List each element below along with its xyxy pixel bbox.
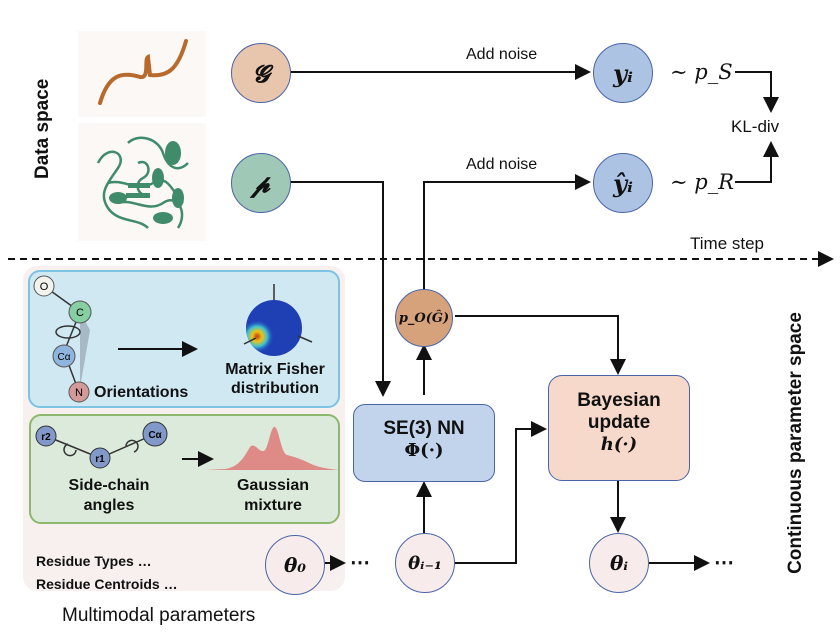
residue-centroids-label: Residue Centroids … [36,576,178,592]
multimodal-parameters-label: Multimodal parameters [62,605,256,626]
sidechain-atoms-icon: r2 r1 Cα [35,421,168,469]
atom-ca: Cα [57,352,70,363]
atom-n: N [75,387,83,399]
se3-nn-box: SE(3) NN Φ(·) [353,404,495,482]
atom-o: O [40,281,49,293]
ps-to-kl-arrow [735,71,779,113]
orientations-label: Orientations [94,384,189,401]
backbone-strand-image [78,31,206,117]
bayes-title-1: Bayesian [577,390,661,411]
time-step-label: Time step [690,234,765,253]
ellipsis-2: ⋯ [714,552,734,574]
se3-func: Φ(·) [404,440,444,461]
matrix-fisher-label: Matrix Fisher distribution [225,361,325,397]
continuous-parameter-space-label: Continuous parameter space [785,312,806,574]
backbone-atoms-icon: O C Cα N [33,275,92,403]
data-space-label: Data space [32,78,53,179]
bayesian-update-box: Bayesian update h(·) [548,375,690,481]
theta-to-bayes-arrow [455,421,547,564]
atom-r1: r1 [95,454,105,465]
theta-0-node: θ₀ [265,535,325,595]
ellipsis-1: ⋯ [350,552,370,574]
bayes-title-2: update [587,412,651,433]
se3-title: SE(3) NN [383,418,465,439]
atom-ca-sidechain: Cα [148,430,162,441]
pr-to-kl-arrow [735,141,779,183]
yi-node: yᵢ [593,43,653,103]
matrix-fisher-sphere-icon [243,284,313,356]
pr-distribution: ∼ p_R [670,170,735,194]
atom-c: C [76,307,84,319]
theta-i-node: θᵢ [589,533,649,593]
gaussian-mixture-icon [205,426,340,470]
p-to-se3-arrow [290,181,391,397]
add-noise-bottom-label: Add noise [466,156,538,173]
gaussian-mixture-label: Gaussian mixture [236,477,310,514]
po-to-yhat-arrow [423,174,591,290]
po-node: p_O(Ĝ) [395,289,453,347]
theta-i-minus-1-node: θᵢ₋₁ [395,533,455,593]
protein-structure-image [78,123,206,241]
sidechain-angles-label: Side-chain angles [68,477,150,514]
g-node: 𝓖 [231,43,291,103]
ps-distribution: ∼ p_S [670,60,733,84]
po-to-bayes-arrow [455,315,626,375]
residue-types-label: Residue Types … [36,553,152,569]
p-node: 𝓹 [231,153,291,213]
atom-r2: r2 [41,432,51,443]
yhat-i-node: ŷᵢ [593,153,653,213]
add-noise-top-label: Add noise [466,46,538,63]
kl-div-label: KL-div [731,117,780,136]
protein-ribbon-icon [96,136,189,229]
backbone-strand-icon [98,39,188,105]
bayes-func: h(·) [600,434,638,455]
